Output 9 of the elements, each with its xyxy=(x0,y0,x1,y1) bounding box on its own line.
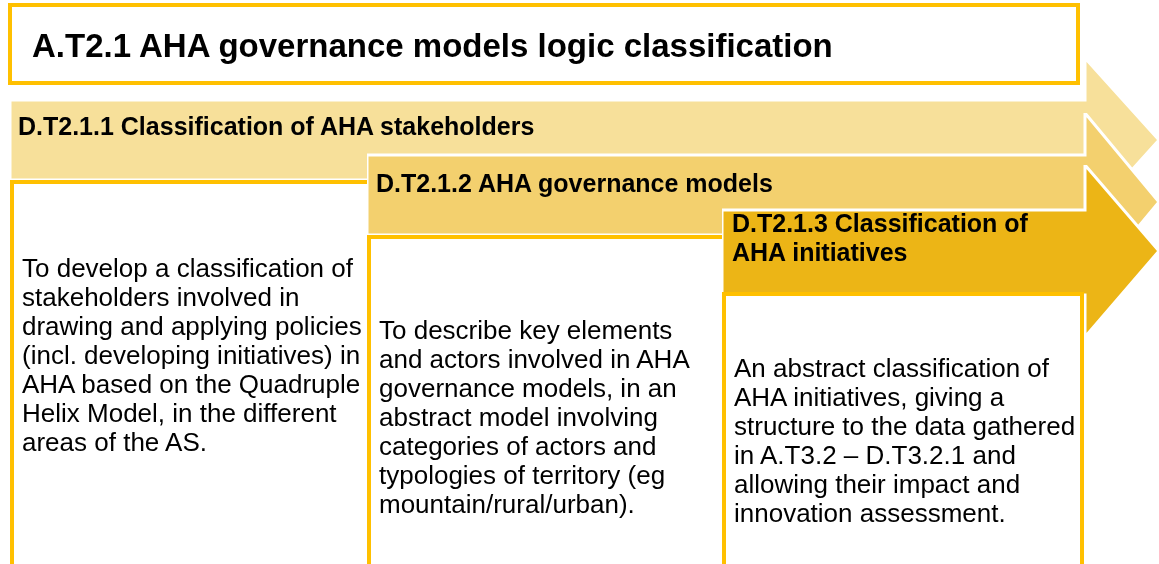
description-box xyxy=(722,292,1084,564)
title-text: A.T2.1 AHA governance models logic classification xyxy=(32,27,833,65)
description-text: To describe key elements and actors involved in AHA governance models, in an abstract model involving categories of actors and typologies of territory (eg mountain/rural/urban). xyxy=(378,316,690,519)
arrow-heading: D.T2.1.1 Classification of AHA stakeholders xyxy=(18,112,536,141)
arrow-heading: D.T2.1.2 AHA governance models xyxy=(376,169,774,198)
description-text: An abstract classification of AHA initiatives, giving a structure to the data gathered in A.T3.2 – D.T3.2.1 and allowing their impact and innovation assessment. xyxy=(733,354,1077,528)
arrow-heading: D.T2.1.3 Classification of AHA initiatives xyxy=(732,209,1029,267)
title-box xyxy=(8,3,1080,85)
description-text: To develop a classification of stakeholders involved in drawing and applying policies (incl. developing initiatives) in AHA based on the Quadruple Helix Model, in the different areas of the AS. xyxy=(21,253,363,457)
